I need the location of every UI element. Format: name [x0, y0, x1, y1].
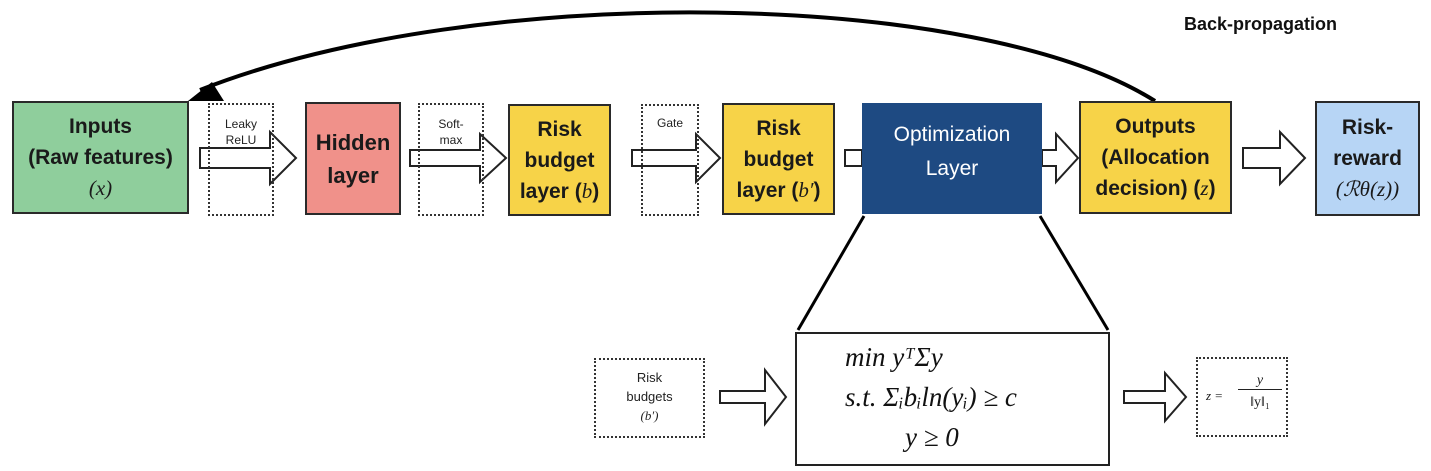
block-arrow-budgets-to-formula [719, 367, 788, 427]
hidden-layer-box: Hidden layer [305, 102, 401, 215]
norm-denominator: ‖y‖₁ [1250, 395, 1270, 410]
formula-nonneg: y ≥ 0 [905, 422, 959, 453]
budgets-line3: (b′) [640, 408, 659, 423]
softmax-line1: Soft- [438, 117, 464, 131]
activation-gate: Gate [641, 104, 699, 216]
risk-bp-line2: budget [743, 147, 814, 171]
risk-bp-line3: layer (b′) [737, 175, 821, 206]
risk-bp-var: b′ [798, 177, 814, 202]
risk-bp-suffix: ) [813, 178, 821, 202]
opt-subtitle: Layer [925, 156, 979, 180]
hidden-subtitle: layer [327, 162, 379, 188]
risk-b-line3: layer (b) [520, 176, 599, 207]
risk-reward-box: Risk- reward (ℛθ(z)) [1315, 101, 1420, 216]
reward-line3: (ℛθ(z)) [1335, 177, 1400, 201]
risk-bp-prefix: layer ( [736, 178, 799, 202]
hidden-title: Hidden [315, 129, 391, 155]
inputs-subtitle: (Raw features) [28, 146, 173, 169]
reward-line2: reward [1333, 147, 1402, 170]
gate-label: Gate [656, 116, 683, 130]
backprop-arrowhead [188, 82, 224, 101]
outputs-prefix: decision) ( [1095, 177, 1201, 200]
budgets-line1: Risk [636, 370, 663, 385]
reward-line1: Risk- [1341, 116, 1394, 139]
outputs-subtitle: (Allocation [1101, 146, 1210, 169]
outputs-box: Outputs (Allocation decision) (z) [1079, 101, 1232, 214]
inputs-title: Inputs [69, 115, 132, 138]
risk-budget-b-box: Risk budget layer (b) [508, 104, 611, 216]
normalization-box: z = y ‖y‖₁ [1196, 357, 1288, 437]
leaky-relu-line2: ReLU [225, 133, 257, 147]
opt-title: Optimization [893, 122, 1011, 146]
block-arrow-formula-to-normalization [1123, 370, 1188, 424]
block-arrow-opt-to-outputs [1041, 131, 1080, 185]
formula-objective-text: min yᵀΣy [845, 342, 943, 372]
risk-budget-bprime-box: Risk budget layer (b′) [722, 103, 835, 215]
zoom-line-right [1038, 215, 1110, 331]
block-arrow-risk-bprime-to-opt [844, 149, 863, 167]
inputs-box: Inputs (Raw features) (x) [12, 101, 189, 214]
outputs-line3: decision) (z) [1095, 173, 1215, 204]
norm-lhs: z = [1206, 388, 1224, 403]
activation-softmax: Soft- max [418, 103, 484, 216]
risk-budgets-input-box: Risk budgets (b′) [594, 358, 705, 438]
formula-constraint: s.t. Σᵢbᵢln(yᵢ) ≥ c [845, 382, 1017, 413]
activation-leaky-relu: Leaky ReLU [208, 103, 274, 216]
softmax-line2: max [439, 133, 463, 147]
risk-b-line2: budget [524, 148, 595, 172]
leaky-relu-line1: Leaky [224, 117, 258, 131]
outputs-var: z [1200, 176, 1209, 200]
formula-constraint-text: s.t. Σᵢbᵢln(yᵢ) ≥ c [845, 382, 1017, 412]
formula-objective: min yᵀΣy [845, 342, 943, 373]
backprop-arc [199, 10, 1157, 103]
formula-nonneg-text: y ≥ 0 [905, 422, 959, 452]
outputs-suffix: ) [1208, 177, 1216, 200]
optimization-formula-box: min yᵀΣy s.t. Σᵢbᵢln(yᵢ) ≥ c y ≥ 0 [795, 332, 1110, 466]
backprop-label: Back-propagation [1184, 14, 1338, 34]
risk-b-prefix: layer ( [519, 179, 582, 203]
optimization-layer-box: Optimization Layer [862, 103, 1042, 214]
inputs-var: (x) [88, 176, 113, 200]
risk-b-suffix: ) [592, 179, 600, 203]
risk-b-line1: Risk [537, 117, 582, 141]
norm-numerator: y [1238, 373, 1282, 390]
outputs-title: Outputs [1115, 115, 1196, 138]
risk-bp-line1: Risk [756, 116, 801, 140]
zoom-line-left [796, 215, 866, 331]
budgets-line2: budgets [626, 389, 673, 404]
risk-b-var: b [581, 178, 593, 203]
block-arrow-outputs-to-reward [1242, 129, 1307, 187]
